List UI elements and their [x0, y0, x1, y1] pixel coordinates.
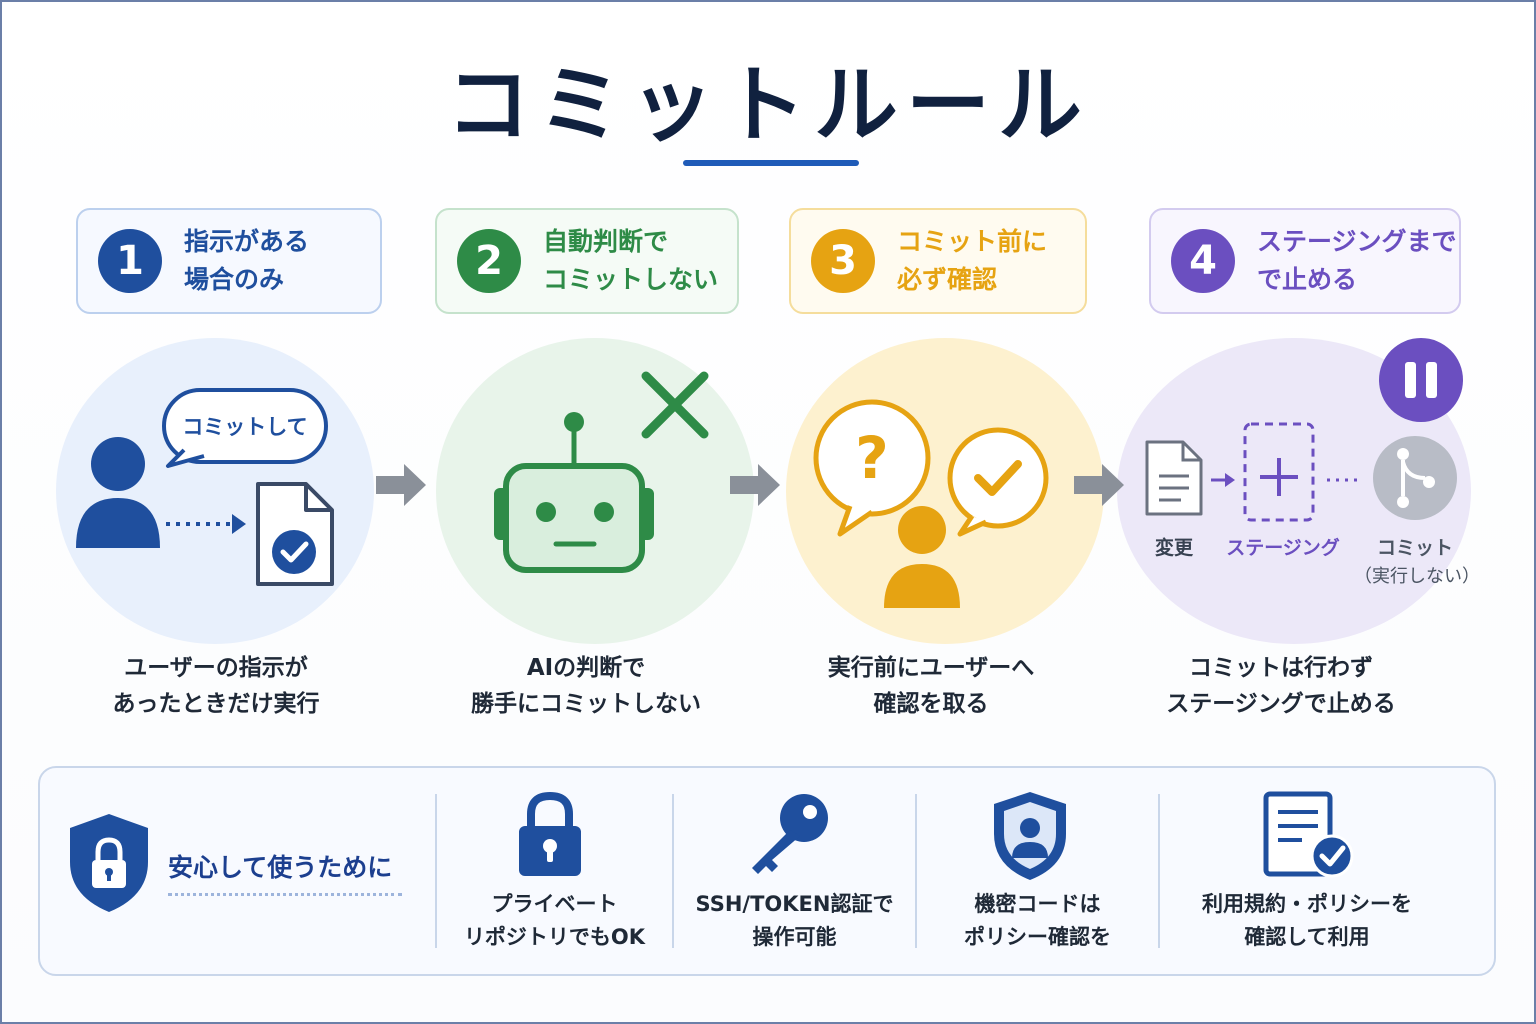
step-badge-3: 3 [811, 229, 875, 293]
user-icon [76, 437, 160, 548]
step-card-2: 2 自動判断で コミットしない [435, 208, 739, 314]
step-caption-1: ユーザーの指示が あったときだけ実行 [112, 655, 320, 717]
arrow-right-icon [1211, 473, 1235, 487]
step-card-3: 3 コミット前に 必ず確認 [789, 208, 1087, 314]
robot-illustration [494, 371, 709, 573]
arrow-right-icon [376, 464, 426, 506]
step-label-3: コミット前に 必ず確認 [897, 227, 1048, 294]
panel-divider [435, 794, 437, 948]
speech-bubble-text: コミットして [182, 415, 307, 439]
step-card-1: 1 指示がある 場合のみ [76, 208, 382, 314]
speech-bubble-icon [162, 388, 328, 468]
step-label-4: ステージングまで で止める [1257, 227, 1457, 294]
feature-label-private-repo: プライベート リポジトリでもOK [463, 892, 646, 949]
pause-icon [1379, 338, 1463, 422]
svg-text:?: ? [855, 424, 889, 492]
step-label-1: 指示がある 場合のみ [184, 227, 310, 294]
question-bubble-icon: ? [813, 399, 931, 537]
panel-divider [1158, 794, 1160, 948]
robot-icon [494, 412, 654, 573]
safety-heading: 安心して使うために [168, 853, 393, 882]
safety-panel [38, 766, 1496, 976]
dotted-arrow-icon [166, 514, 246, 534]
confirm-illustration: ? [813, 399, 1049, 608]
step-caption-3: 実行前にユーザーへ 確認を取る [827, 655, 1035, 717]
shield-lock-icon [70, 814, 148, 912]
step-badge-1: 1 [98, 229, 162, 293]
document-check-icon [1263, 791, 1354, 878]
flow-label-staging: ステージング [1226, 536, 1340, 559]
panel-divider [672, 794, 674, 948]
user-request-illustration: コミットして [76, 388, 334, 586]
step-badge-4: 4 [1171, 229, 1235, 293]
step-caption-4: コミットは行わず ステージングで止める [1166, 655, 1396, 717]
staging-flow-illustration: 変更 ステージング コミット （実行しない） [1145, 338, 1477, 587]
arrow-right-icon [730, 464, 780, 506]
cross-icon [641, 371, 709, 439]
staging-plus-icon [1243, 422, 1315, 522]
step-label-2: 自動判断で コミットしない [543, 227, 719, 294]
key-icon [752, 794, 828, 874]
file-icon [1145, 440, 1203, 516]
user-shield-icon [994, 792, 1066, 880]
feature-label-policy-check: 機密コードは ポリシー確認を [964, 892, 1111, 949]
user-icon [884, 506, 960, 608]
dotted-underline [168, 893, 402, 896]
panel-divider [915, 794, 917, 948]
document-check-icon [256, 482, 334, 586]
padlock-icon [519, 791, 581, 876]
page-title: コミットルール [445, 56, 1090, 154]
flow-label-commit: コミット [1377, 537, 1453, 559]
git-branch-icon [1373, 436, 1457, 520]
feature-label-terms: 利用規約・ポリシーを 確認して利用 [1202, 892, 1412, 949]
title-underline [683, 160, 859, 166]
step-card-4: 4 ステージングまで で止める [1149, 208, 1461, 314]
flow-label-change: 変更 [1155, 536, 1194, 559]
feature-label-auth: SSH/TOKEN認証で 操作可能 [695, 892, 894, 949]
step-badge-2: 2 [457, 229, 521, 293]
check-bubble-icon [947, 427, 1049, 537]
step-caption-2: AIの判断で 勝手にコミットしない [471, 655, 701, 717]
flow-label-commit-note: （実行しない） [1354, 566, 1477, 587]
arrow-right-icon [1074, 464, 1124, 506]
